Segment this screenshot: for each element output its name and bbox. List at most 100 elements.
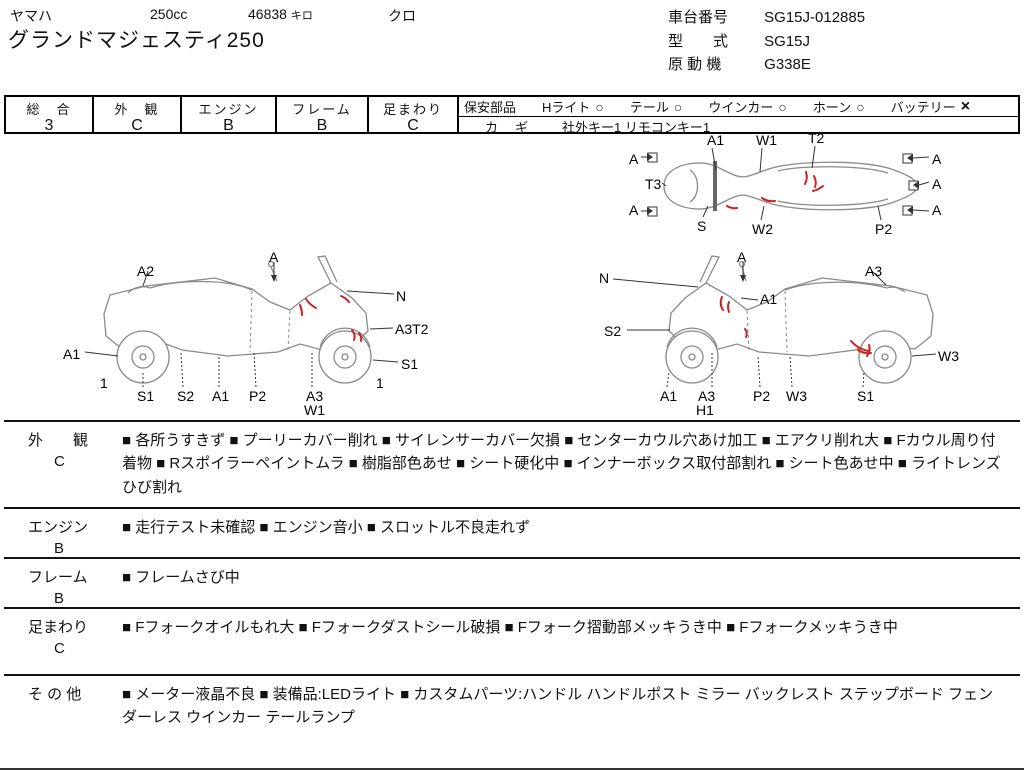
condition-category: 足まわり C <box>4 609 116 674</box>
damage-code-a: A <box>629 202 639 218</box>
mileage: 46838 キロ <box>248 6 313 23</box>
damage-code-1: 1 <box>376 375 384 391</box>
status-circle-mark: ○ <box>673 98 683 115</box>
mileage-value: 46838 <box>248 6 287 22</box>
condition-category-label: エンジン <box>28 518 89 536</box>
score-engine-value: B <box>223 117 234 134</box>
damage-code-w1: W1 <box>304 402 325 418</box>
condition-category-label: フレーム <box>28 568 88 586</box>
damage-code-a3t2: A3T2 <box>395 321 429 337</box>
safety-parts-box: 保安部品 Hライト○ テール○ ウインカー○ ホーン○ バッテリー× カ ギ 社… <box>459 97 1018 135</box>
damage-code-a: A <box>932 151 942 167</box>
condition-text: ■ Fフォークオイルもれ大 ■ Fフォークダストシール破損 ■ Fフォーク摺動部… <box>122 618 898 636</box>
damage-code-n: N <box>599 270 610 286</box>
score-overall-value: 3 <box>44 117 54 134</box>
damage-code-a: A <box>629 151 639 167</box>
condition-category-label: 外 観 <box>28 432 89 449</box>
condition-text: ■ フレームさび中 <box>122 568 240 586</box>
damage-code-s1: S1 <box>137 388 155 404</box>
condition-row-engine: エンジン B ■ 走行テスト未確認 ■ エンジン音小 ■ スロットル不良走れず <box>4 506 1020 557</box>
condition-category: フレーム B <box>4 559 116 607</box>
condition-category-label: そ の 他 <box>28 685 82 703</box>
damage-code-t2: T2 <box>808 130 825 146</box>
score-frame-value: B <box>316 117 328 134</box>
model-code-row: 型 式 SG15J <box>668 30 810 51</box>
damage-code-w1: W1 <box>756 132 777 148</box>
damage-code-w3: W3 <box>938 348 959 364</box>
condition-category-grade: B <box>54 539 65 557</box>
top-view-drawing <box>663 161 918 211</box>
safety-item-taillight: テール○ <box>630 97 682 116</box>
leader-arrowheads <box>271 153 919 282</box>
damage-code-1: 1 <box>100 375 108 391</box>
engine-code-row: 原 動 機 G338E <box>668 53 811 74</box>
damage-code-s2: S2 <box>604 323 622 339</box>
damage-code-p2: P2 <box>249 388 267 404</box>
score-engine-label: エンジン <box>198 102 259 117</box>
condition-row-exterior: 外 観 C ■ 各所うすきず ■ プーリーカバー削れ ■ サイレンサーカバー欠損… <box>4 420 1020 507</box>
key-label: カ ギ <box>485 120 531 135</box>
key-value: 社外キー1 リモコンキー1 <box>562 120 711 135</box>
safety-item-horn: ホーン ○ <box>813 97 865 116</box>
safety-item-name: バッテリー <box>890 100 956 115</box>
damage-code-a1: A1 <box>212 388 230 404</box>
damage-code-a3: A3 <box>306 388 324 404</box>
damage-code-a1: A1 <box>760 291 778 307</box>
condition-text: ■ 各所うすきず ■ プーリーカバー削れ ■ サイレンサーカバー欠損 ■ センタ… <box>122 432 1001 496</box>
score-frame-label: フレーム <box>292 102 352 117</box>
chassis-number-row: 車台番号 SG15J-012885 <box>668 6 865 27</box>
score-exterior-value: C <box>131 117 143 134</box>
condition-text: ■ メーター液晶不良 ■ 装備品:LEDライト ■ カスタムパーツ:ハンドル ハ… <box>122 685 994 726</box>
leader-lines <box>84 145 937 388</box>
safety-item-headlight: Hライト ○ <box>542 97 604 116</box>
safety-item-battery: バッテリー× <box>891 97 970 116</box>
safety-item-name: Hライト <box>542 100 591 115</box>
score-frame: フレーム B <box>277 97 369 134</box>
damage-code-a: A <box>932 202 942 218</box>
condition-row-other: そ の 他 ■ メーター液晶不良 ■ 装備品:LEDライト ■ カスタムパーツ:… <box>4 673 1020 768</box>
damage-code-p2: P2 <box>753 388 771 404</box>
damage-code-h1: H1 <box>696 402 714 418</box>
mileage-unit: キロ <box>290 10 313 22</box>
damage-code-a2: A2 <box>137 263 155 279</box>
condition-category-label: 足まわり <box>28 618 89 636</box>
condition-category: そ の 他 <box>4 676 116 768</box>
status-circle-mark: ○ <box>595 98 604 115</box>
score-undercarriage: 足まわり C <box>369 97 459 134</box>
safety-item-winker: ウインカー○ <box>708 97 786 116</box>
color-code: クロ <box>388 8 416 24</box>
score-undercarriage-value: C <box>407 117 419 134</box>
left-side-view-drawing <box>103 255 371 357</box>
condition-category-grade: C <box>54 639 65 657</box>
score-undercarriage-label: 足まわり <box>382 102 443 117</box>
damage-code-w2: W2 <box>752 221 773 237</box>
model-name: グランドマジェスティ250 <box>8 29 265 52</box>
safety-item-name: ホーン <box>812 100 852 115</box>
condition-notes-table: 外 観 C ■ 各所うすきず ■ プーリーカバー削れ ■ サイレンサーカバー欠損… <box>4 420 1020 768</box>
damage-code-a1: A1 <box>63 346 81 362</box>
displacement: 250cc <box>150 6 188 22</box>
damage-code-p2: P2 <box>875 221 893 237</box>
condition-category: 外 観 C <box>4 422 116 507</box>
damage-code-a: A <box>932 176 942 192</box>
damage-marks <box>299 171 872 357</box>
score-engine: エンジン B <box>182 97 277 134</box>
condition-category-grade: C <box>54 453 65 470</box>
damage-code-t3: T3 <box>645 176 662 192</box>
condition-category-grade: B <box>54 589 65 607</box>
model-code-label: 型 式 <box>668 33 729 50</box>
maker-name: ヤマハ <box>10 8 52 24</box>
score-exterior-label: 外 観 <box>114 102 160 117</box>
condition-category: エンジン B <box>4 509 116 557</box>
damage-code-a: A <box>269 249 279 265</box>
status-circle-mark: ○ <box>856 98 865 115</box>
damage-code-n: N <box>396 288 407 304</box>
right-side-view-wheels <box>665 330 912 384</box>
engine-code-value: G338E <box>764 56 811 73</box>
damage-code-a1: A1 <box>660 388 678 404</box>
damage-code-a3: A3 <box>865 263 883 279</box>
key-info-row: カ ギ 社外キー1 リモコンキー1 <box>459 117 1018 136</box>
status-circle-mark: ○ <box>778 98 787 115</box>
